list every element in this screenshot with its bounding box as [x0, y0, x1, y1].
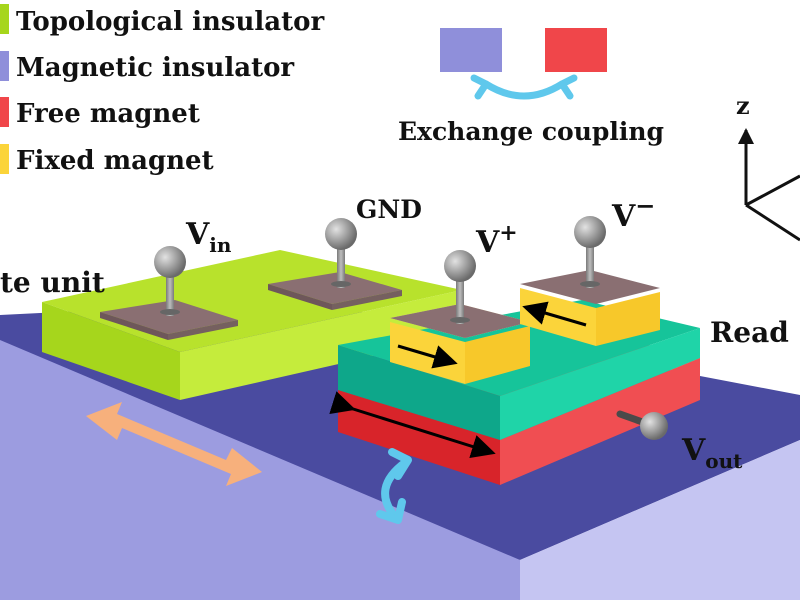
topological-front-face [42, 302, 180, 400]
fixed-right-arrow-icon [522, 301, 587, 327]
fixed-left-arrow-icon [397, 344, 458, 369]
gnd-label: GND [356, 195, 422, 224]
vminus-label: V− [611, 191, 655, 234]
write-unit-label: te unit [0, 266, 105, 299]
exchange-coupling-label: Exchange coupling [398, 117, 664, 146]
legend-label-free-magnet: Free magnet [16, 99, 200, 129]
vin-contact-pad [100, 300, 238, 340]
free-magnet-side-face [500, 358, 700, 485]
gnd-probe [325, 218, 357, 288]
free-magnet-double-arrow-icon [329, 391, 496, 459]
exchange-double-arrow-icon [470, 74, 578, 100]
teal-side-face [500, 328, 700, 440]
vin-label: Vin [185, 217, 232, 257]
substrate-front-left-face [0, 340, 520, 600]
coordinate-axes: z [736, 91, 800, 242]
legend-label-fixed-magnet: Fixed magnet [16, 146, 214, 176]
fixed-right-side [596, 292, 660, 346]
fixed-left-front [390, 322, 465, 384]
cyan-curved-double-arrow-icon [376, 448, 412, 524]
gnd-contact-pad [268, 272, 402, 310]
axis-z-label: z [736, 91, 750, 120]
legend-swatch-free-magnet [0, 97, 9, 127]
exchange-swatch-free [545, 28, 607, 72]
vout-label: Vout [681, 433, 743, 473]
vplus-label: V+ [475, 220, 518, 260]
orange-double-arrow-icon [86, 402, 262, 486]
vplus-probe [444, 250, 476, 324]
vminus-probe [574, 216, 606, 288]
exchange-coupling-illustration: Exchange coupling [398, 28, 664, 146]
legend-swatch-topological [0, 4, 9, 34]
legend: Topological insulator Magnetic insulator… [0, 4, 325, 176]
exchange-swatch-magnetic [440, 28, 502, 72]
read-unit-label: Read [710, 316, 789, 349]
legend-swatch-fixed-magnet [0, 144, 9, 174]
substrate-front-right-face [520, 440, 800, 600]
topological-side-face [180, 290, 462, 400]
vin-probe [154, 246, 186, 316]
legend-swatch-magnetic [0, 51, 9, 81]
vout-probe [616, 410, 668, 440]
magnetization-arrows [329, 301, 587, 459]
fixed-left-side [465, 326, 530, 384]
legend-label-magnetic: Magnetic insulator [16, 53, 294, 83]
legend-label-topological: Topological insulator [16, 7, 325, 37]
